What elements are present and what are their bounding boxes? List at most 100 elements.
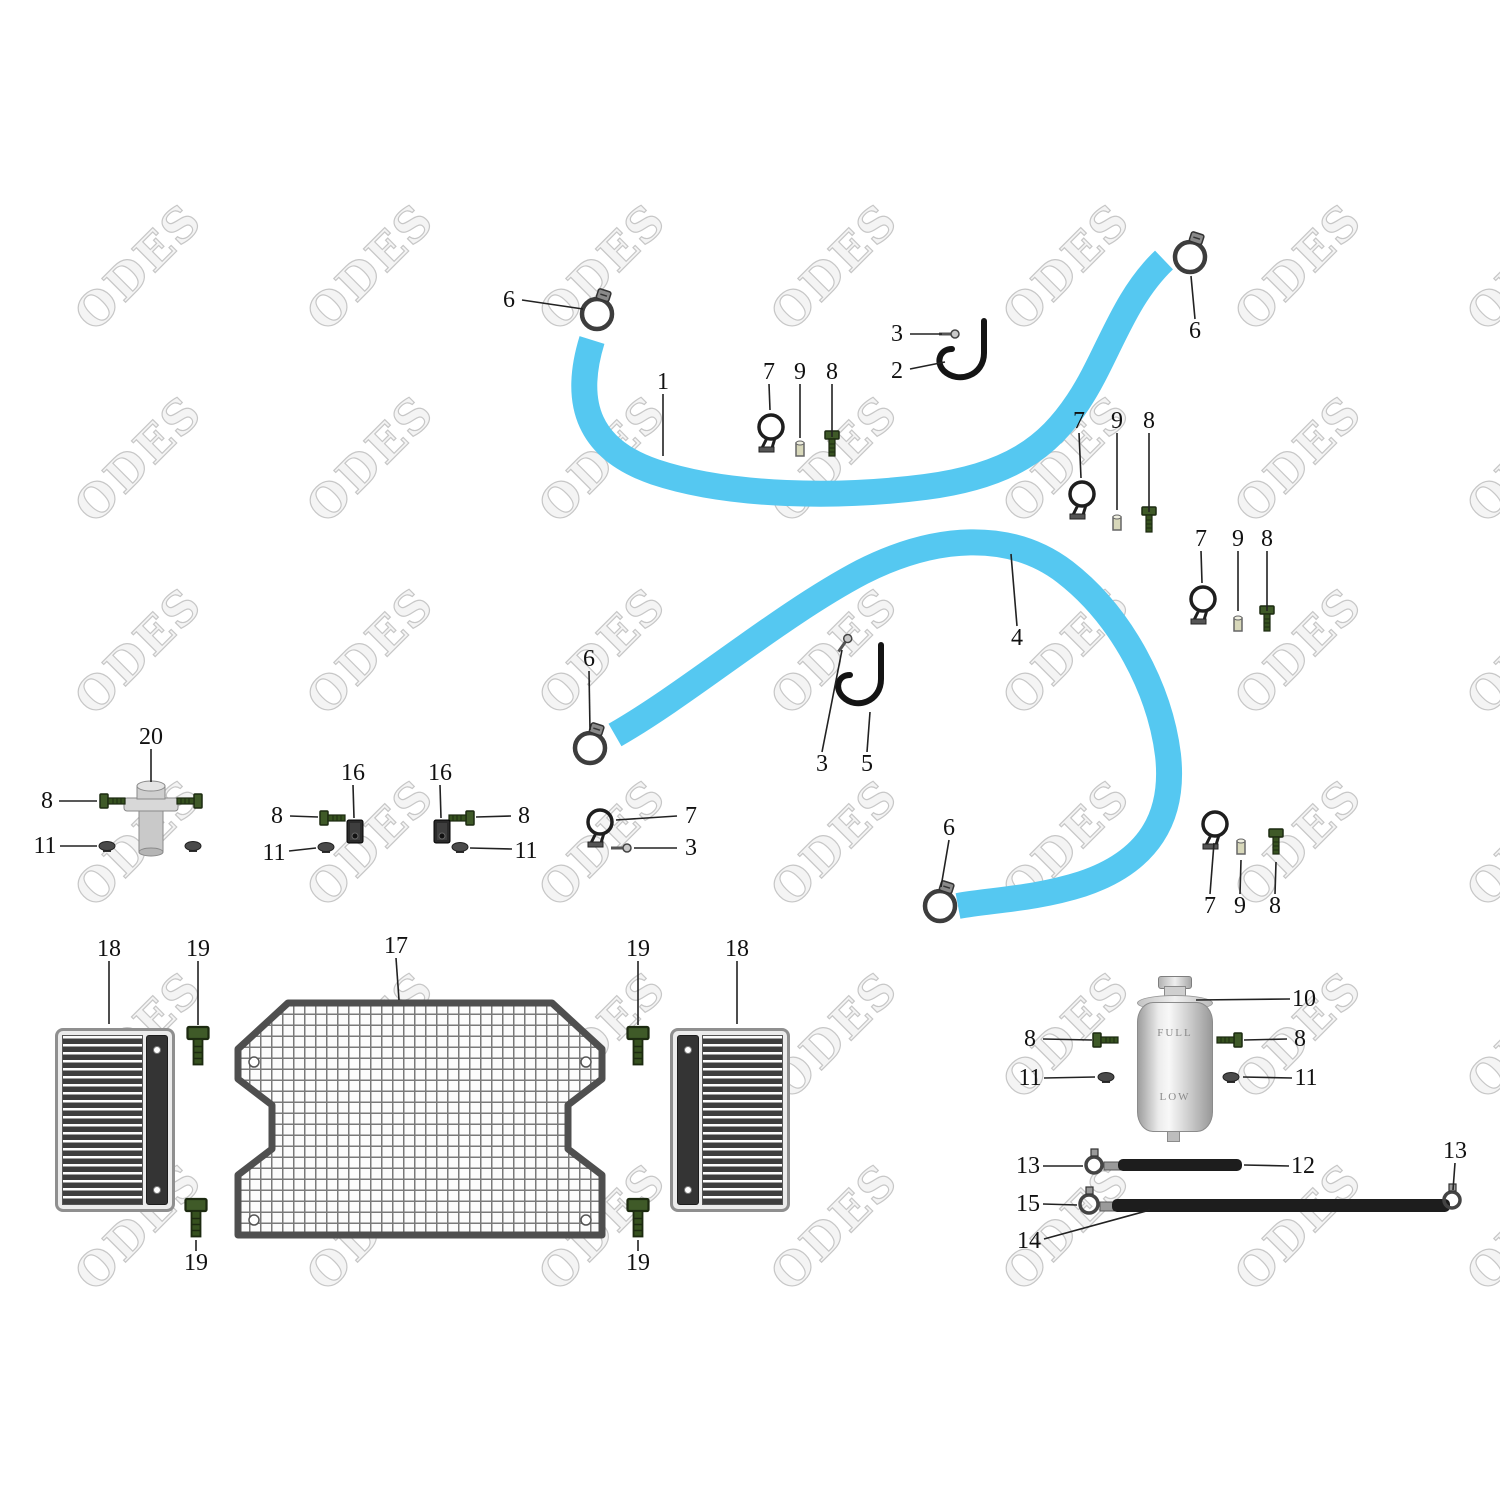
- grille-hole: [684, 1046, 692, 1054]
- leader-line: [288, 847, 317, 852]
- bolt-part: [824, 430, 840, 457]
- callout-label: 8: [1294, 1026, 1306, 1052]
- p-clamp-part: [1189, 585, 1217, 625]
- leader-line: [475, 815, 512, 818]
- hose-clamp-part: [1172, 231, 1208, 275]
- grille-hole: [684, 1186, 692, 1194]
- callout-label: 8: [518, 803, 530, 829]
- leader-line: [940, 839, 950, 888]
- callout-label: 17: [384, 933, 408, 959]
- hose-clamp-part: [572, 722, 608, 766]
- leader-line: [1239, 859, 1242, 895]
- leader-line: [1274, 861, 1277, 895]
- bolt-part: [1092, 1032, 1119, 1048]
- radiator-grille-left: [55, 1028, 175, 1212]
- callout-label: 18: [725, 936, 749, 962]
- grommet-part: [98, 841, 116, 852]
- leader-line: [1243, 1038, 1288, 1041]
- bracket-part: [433, 819, 451, 844]
- callout-label: 13: [1443, 1138, 1467, 1164]
- grommet-part: [451, 842, 469, 853]
- callout-label: 6: [1189, 318, 1201, 344]
- leader-line: [1243, 1164, 1290, 1167]
- tube-14: [1099, 1199, 1450, 1212]
- leader-line: [439, 784, 442, 819]
- leader-line: [521, 299, 584, 310]
- callout-label: 16: [428, 760, 452, 786]
- grille-mount-strip: [677, 1035, 699, 1205]
- grille-mount-strip: [146, 1035, 168, 1205]
- callout-label: 8: [1261, 526, 1273, 552]
- hose-clamp-part: [922, 880, 958, 924]
- p-clamp-part: [586, 808, 614, 848]
- radiator-hose-4: [608, 529, 1182, 919]
- leader-line: [588, 670, 591, 731]
- callout-label: 1: [657, 369, 669, 395]
- callout-label: 6: [503, 287, 515, 313]
- callout-label: 7: [1073, 408, 1085, 434]
- grommet-part: [1222, 1072, 1240, 1083]
- tube-12: [1103, 1159, 1242, 1171]
- callout-label: 19: [186, 936, 210, 962]
- bolt-part: [99, 793, 126, 809]
- bolt-part: [1268, 828, 1284, 855]
- bolt-part: [626, 1197, 650, 1238]
- leader-line: [1078, 432, 1082, 479]
- leader-line: [469, 847, 513, 850]
- callout-label: 8: [1143, 408, 1155, 434]
- radiator-hose-1: [571, 250, 1174, 507]
- screw-part: [611, 843, 632, 853]
- callout-label: 14: [1017, 1228, 1041, 1254]
- hook-bracket-5: [835, 642, 884, 707]
- callout-label: 5: [861, 751, 873, 777]
- bolt-part: [319, 810, 346, 826]
- leader-line: [1043, 1209, 1151, 1240]
- bolt-part: [176, 793, 203, 809]
- callout-label: 19: [626, 936, 650, 962]
- tube-clamp-part: [1084, 1148, 1104, 1175]
- callout-label: 8: [41, 788, 53, 814]
- leader-line: [866, 711, 871, 753]
- grille-hole: [153, 1186, 161, 1194]
- leader-line: [909, 361, 946, 370]
- leader-line: [1242, 1076, 1293, 1079]
- callout-label: 20: [139, 724, 163, 750]
- callout-label: 11: [1294, 1065, 1317, 1091]
- callout-label: 19: [184, 1250, 208, 1276]
- callout-label: 9: [1234, 893, 1246, 919]
- overflow-tank: FULL LOW: [1137, 1002, 1213, 1132]
- callout-label: 11: [262, 840, 285, 866]
- pin-part: [1233, 615, 1243, 632]
- callout-label: 3: [816, 751, 828, 777]
- grille-slats: [702, 1035, 783, 1205]
- leader-line: [1042, 1203, 1078, 1206]
- leader-line: [1190, 275, 1196, 320]
- bracket-part: [346, 819, 364, 844]
- callout-label: 12: [1291, 1153, 1315, 1179]
- bolt-part: [448, 810, 475, 826]
- leader-line: [1209, 842, 1215, 895]
- leader-line: [1042, 1038, 1093, 1041]
- pin-part: [795, 440, 805, 457]
- p-clamp-part: [757, 413, 785, 453]
- leader-line: [1200, 550, 1203, 584]
- bolt-part: [186, 1025, 210, 1066]
- grommet-part: [1097, 1072, 1115, 1083]
- callout-label: 7: [763, 359, 775, 385]
- callout-label: 11: [1018, 1065, 1041, 1091]
- tank-low-label: LOW: [1159, 1091, 1191, 1103]
- callout-label: 3: [685, 835, 697, 861]
- mesh-corner-holes: [248, 1056, 592, 1226]
- p-clamp-part: [1201, 810, 1229, 850]
- callout-label: 8: [1269, 893, 1281, 919]
- leader-line: [1452, 1162, 1456, 1191]
- radiator-grille-right: [670, 1028, 790, 1212]
- callout-label: 3: [891, 321, 903, 347]
- tube-clamp-part: [1078, 1186, 1100, 1215]
- callout-label: 16: [341, 760, 365, 786]
- callout-label: 9: [1111, 408, 1123, 434]
- filler-neck-part: [123, 780, 179, 857]
- callout-label: 18: [97, 936, 121, 962]
- grommet-part: [317, 842, 335, 853]
